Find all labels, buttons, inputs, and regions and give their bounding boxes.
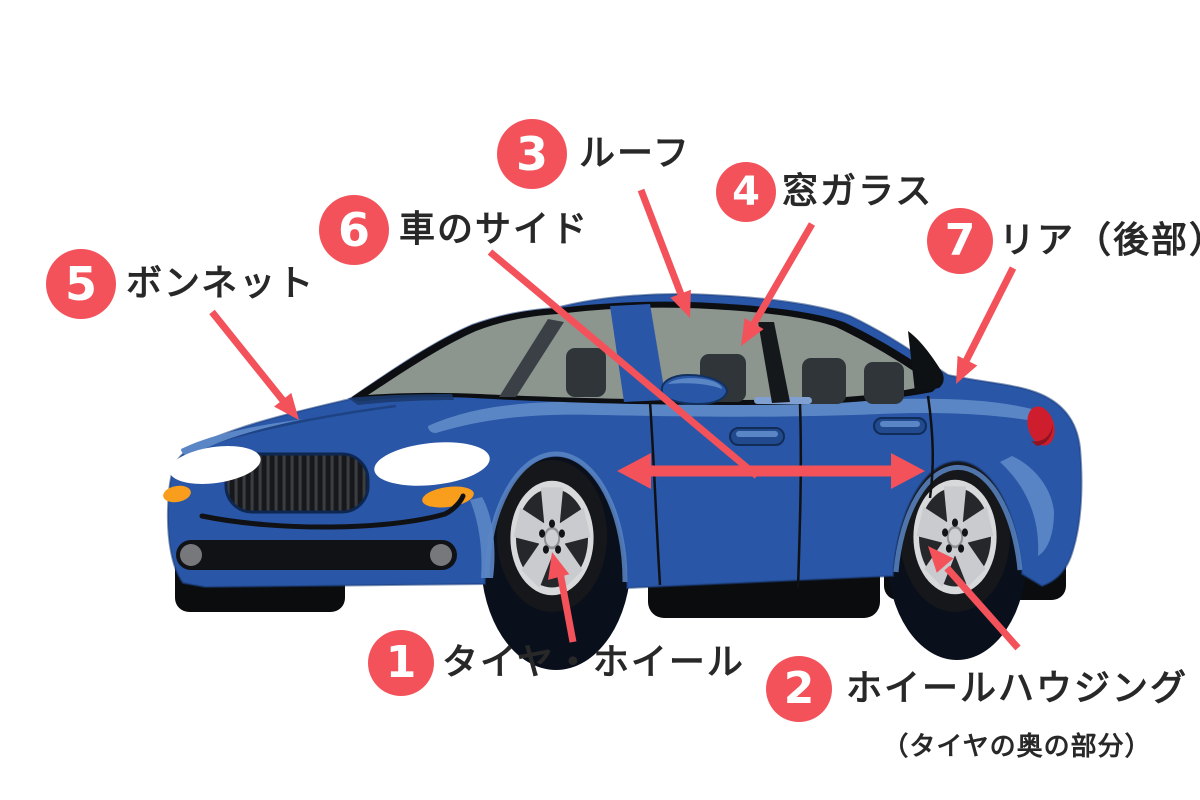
fog-light-left — [180, 544, 202, 566]
headlight-left — [169, 446, 261, 484]
door-handle-rear — [873, 417, 927, 435]
c-pillar — [908, 331, 944, 393]
label-1-text: タイヤ・ホイール — [442, 642, 745, 683]
front-fascia — [163, 442, 490, 570]
label-2-text: ホイールハウジング — [846, 668, 1189, 709]
arrow-wheel-housing — [928, 546, 1021, 651]
taillight — [1027, 406, 1055, 446]
headlight-right — [374, 442, 490, 486]
label-wheel-housing: 2 ホイールハウジング （タイヤの奥の部分） — [766, 656, 1188, 763]
arrow-window-glass — [741, 222, 816, 346]
rear-fender-highlight — [1000, 456, 1054, 556]
grille — [224, 452, 370, 514]
label-rear: 7 リア（後部） — [927, 208, 1200, 274]
label-4-badge: 4 — [716, 162, 776, 222]
label-5-text: ボンネット — [126, 263, 316, 304]
side-mirror — [660, 373, 729, 406]
bumper-strip — [176, 540, 457, 570]
label-6-text: 車のサイド — [399, 209, 590, 250]
arrow-bonnet — [209, 309, 299, 420]
label-3-text: ルーフ — [579, 133, 691, 174]
car — [163, 293, 1083, 670]
label-roof: 3 ルーフ — [497, 119, 691, 189]
rear-wheel — [900, 460, 1010, 612]
label-4-text: 窓ガラス — [782, 171, 934, 212]
annotation-arrows — [209, 188, 1021, 651]
arrow-rear — [956, 266, 1017, 384]
arrow-car-side-pointer — [487, 249, 760, 479]
fog-light-right — [430, 544, 452, 566]
label-1-badge: 1 — [368, 630, 434, 696]
beltline-highlight — [428, 398, 1049, 433]
arrow-roof — [637, 188, 691, 318]
label-7-text: リア（後部） — [999, 220, 1200, 261]
label-window-glass: 4 窓ガラス — [716, 162, 933, 222]
a-pillar — [610, 304, 666, 402]
b-pillar — [758, 322, 790, 403]
door-seams — [648, 395, 935, 589]
cowl-shadow — [348, 394, 454, 405]
front-arch-lip — [484, 451, 628, 583]
rear-arch-lip — [893, 464, 1023, 573]
label-2-subtext: （タイヤの奥の部分） — [882, 732, 1152, 762]
label-5-badge: 5 — [46, 249, 116, 319]
front-wheel — [497, 460, 607, 612]
arrow-tire-wheel — [548, 552, 577, 643]
door-handle-front — [729, 427, 785, 446]
label-6-badge: 6 — [319, 195, 389, 265]
far-a-pillar — [499, 319, 564, 397]
arrow-car-side-span — [617, 453, 925, 489]
label-car-side: 6 車のサイド — [319, 195, 589, 265]
label-2-badge: 2 — [766, 656, 832, 722]
label-tire-wheel: 1 タイヤ・ホイール — [368, 630, 745, 696]
bumper-crease — [199, 493, 466, 530]
label-bonnet: 5 ボンネット — [46, 249, 315, 319]
label-3-badge: 3 — [497, 119, 567, 189]
turn-signal-left — [163, 485, 191, 503]
label-7-badge: 7 — [927, 208, 993, 274]
